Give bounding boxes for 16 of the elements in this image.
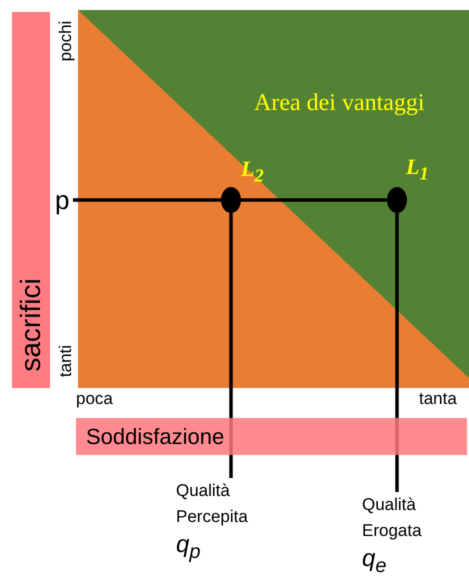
point-label: L$_{1}$: [406, 154, 429, 184]
axis-band: [12, 12, 50, 388]
area-label: Area dei vantaggi: [254, 89, 425, 118]
connector-line: [73, 198, 221, 202]
connector-line: [241, 198, 387, 202]
quality-symbol: q$_{p}$: [176, 530, 202, 565]
axis-tick-label: pochi: [56, 20, 76, 62]
axis-tick-label: tanta: [419, 389, 457, 409]
quality-label: Qualità Erogata: [362, 494, 423, 542]
axis-title: sacrifici: [15, 278, 47, 372]
quality-symbol: q$_{e}$: [362, 544, 388, 576]
axis-tick-label: tanti: [56, 344, 76, 378]
axis-tick-label: poca: [76, 389, 113, 409]
axis-title: Soddisfazione: [76, 418, 467, 455]
quality-label: Qualità Percepita: [176, 480, 249, 528]
axis-value: p: [55, 186, 73, 214]
